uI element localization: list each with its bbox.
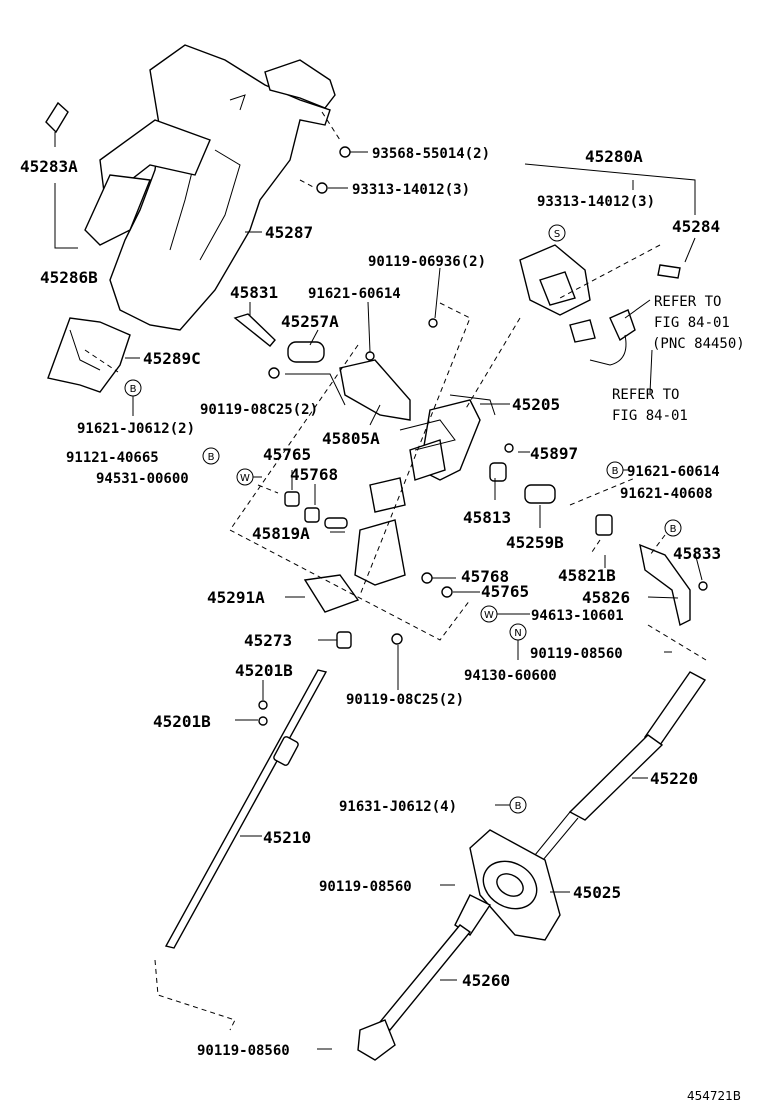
- label-94613-10601: 94613-10601: [531, 608, 624, 624]
- refer-note-1-line-3: (PNC 84450): [652, 336, 745, 352]
- assembly-outlines: [84, 111, 707, 1031]
- main-shaft-drawing: [164, 669, 328, 949]
- label-45220: 45220: [650, 769, 698, 788]
- label-90119-08C25-a: 90119-08C25(2): [200, 402, 318, 418]
- label-45765-b: 45765: [481, 582, 529, 601]
- refer-note-1-line-1: REFER TO: [654, 294, 721, 310]
- svg-text:S: S: [554, 229, 560, 240]
- label-45833: 45833: [673, 544, 721, 563]
- label-45819A: 45819A: [252, 524, 310, 543]
- symbol-b-4: B: [664, 519, 682, 537]
- label-93568-55014: 93568-55014(2): [372, 146, 490, 162]
- part-labels: 45283A 45286B 45287 93568-55014(2) 93313…: [20, 146, 721, 1059]
- label-45201B-left: 45201B: [153, 712, 211, 731]
- symbol-b-3: B: [606, 461, 624, 479]
- label-45831: 45831: [230, 283, 278, 302]
- column-bracket-drawing: [339, 359, 496, 586]
- callout-symbols: S B B W B B W N B: [124, 224, 682, 814]
- svg-text:B: B: [612, 466, 619, 477]
- reference-notes: REFER TO FIG 84-01 (PNC 84450) REFER TO …: [612, 294, 745, 424]
- label-93313-14012-b: 93313-14012(3): [537, 194, 655, 210]
- cover-clip-drawing: [45, 101, 69, 134]
- label-91621-60614-b: 91621-60614: [627, 464, 720, 480]
- label-45805A: 45805A: [322, 429, 380, 448]
- label-94130-60600: 94130-60600: [464, 668, 557, 684]
- label-45201B-top: 45201B: [235, 661, 293, 680]
- label-45768-a: 45768: [290, 465, 338, 484]
- label-45897: 45897: [530, 444, 578, 463]
- upper-column-cover-drawing: [84, 44, 336, 331]
- label-45821B: 45821B: [558, 566, 616, 585]
- label-45291A: 45291A: [207, 588, 265, 607]
- label-90119-08560-c: 90119-08560: [197, 1043, 290, 1059]
- label-45286B: 45286B: [40, 268, 98, 287]
- leader-lines: [54, 132, 703, 1050]
- label-45768-b: 45768: [461, 567, 509, 586]
- label-45283A: 45283A: [20, 157, 78, 176]
- label-90119-08560-a: 90119-08560: [530, 646, 623, 662]
- label-45025: 45025: [573, 883, 621, 902]
- label-94531-00600: 94531-00600: [96, 471, 189, 487]
- symbol-b-1: B: [124, 379, 142, 397]
- svg-text:W: W: [484, 610, 494, 621]
- label-45826: 45826: [582, 588, 630, 607]
- label-45260: 45260: [462, 971, 510, 990]
- svg-text:W: W: [240, 473, 250, 484]
- label-45289C: 45289C: [143, 349, 201, 368]
- label-45287: 45287: [265, 223, 313, 242]
- svg-text:N: N: [514, 628, 521, 639]
- symbol-w-2: W: [480, 605, 498, 623]
- label-45813: 45813: [463, 508, 511, 527]
- svg-text:B: B: [515, 801, 522, 812]
- symbol-s: S: [548, 224, 566, 242]
- label-45205: 45205: [512, 395, 560, 414]
- symbol-b-2: B: [202, 447, 220, 465]
- label-45257A: 45257A: [281, 312, 339, 331]
- label-45280A: 45280A: [585, 147, 643, 166]
- label-90119-06936: 90119-06936(2): [368, 254, 486, 270]
- label-91621-60614-a: 91621-60614: [308, 286, 401, 302]
- label-45210: 45210: [263, 828, 311, 847]
- label-45284: 45284: [672, 217, 720, 236]
- label-90119-08C25-b: 90119-08C25(2): [346, 692, 464, 708]
- dust-seal-drawing: [469, 829, 561, 941]
- refer-note-2-line-2: FIG 84-01: [612, 408, 688, 424]
- lock-assembly-drawing: [519, 244, 681, 366]
- intermediate-shaft-drawing: [534, 671, 707, 861]
- refer-note-2-line-1: REFER TO: [612, 387, 679, 403]
- refer-note-1-line-2: FIG 84-01: [654, 315, 730, 331]
- label-91621-40608: 91621-40608: [620, 486, 713, 502]
- label-45765-a: 45765: [263, 445, 311, 464]
- label-45259B: 45259B: [506, 533, 564, 552]
- label-93313-14012-a: 93313-14012(3): [352, 182, 470, 198]
- symbol-b-5: B: [509, 796, 527, 814]
- fastener-drawings: [233, 146, 708, 726]
- label-91121-40665: 91121-40665: [66, 450, 159, 466]
- symbol-n: N: [509, 623, 527, 641]
- lower-cover-drawing: [47, 317, 131, 393]
- label-45273: 45273: [244, 631, 292, 650]
- svg-text:B: B: [130, 384, 137, 395]
- label-91621-J0612: 91621-J0612(2): [77, 421, 195, 437]
- label-90119-08560-b: 90119-08560: [319, 879, 412, 895]
- svg-text:B: B: [208, 452, 215, 463]
- lower-shaft-drawing: [357, 894, 492, 1061]
- svg-text:B: B: [670, 524, 677, 535]
- label-91631-J0612: 91631-J0612(4): [339, 799, 457, 815]
- symbol-w-1: W: [236, 468, 254, 486]
- diagram-id: 454721B: [687, 1089, 741, 1103]
